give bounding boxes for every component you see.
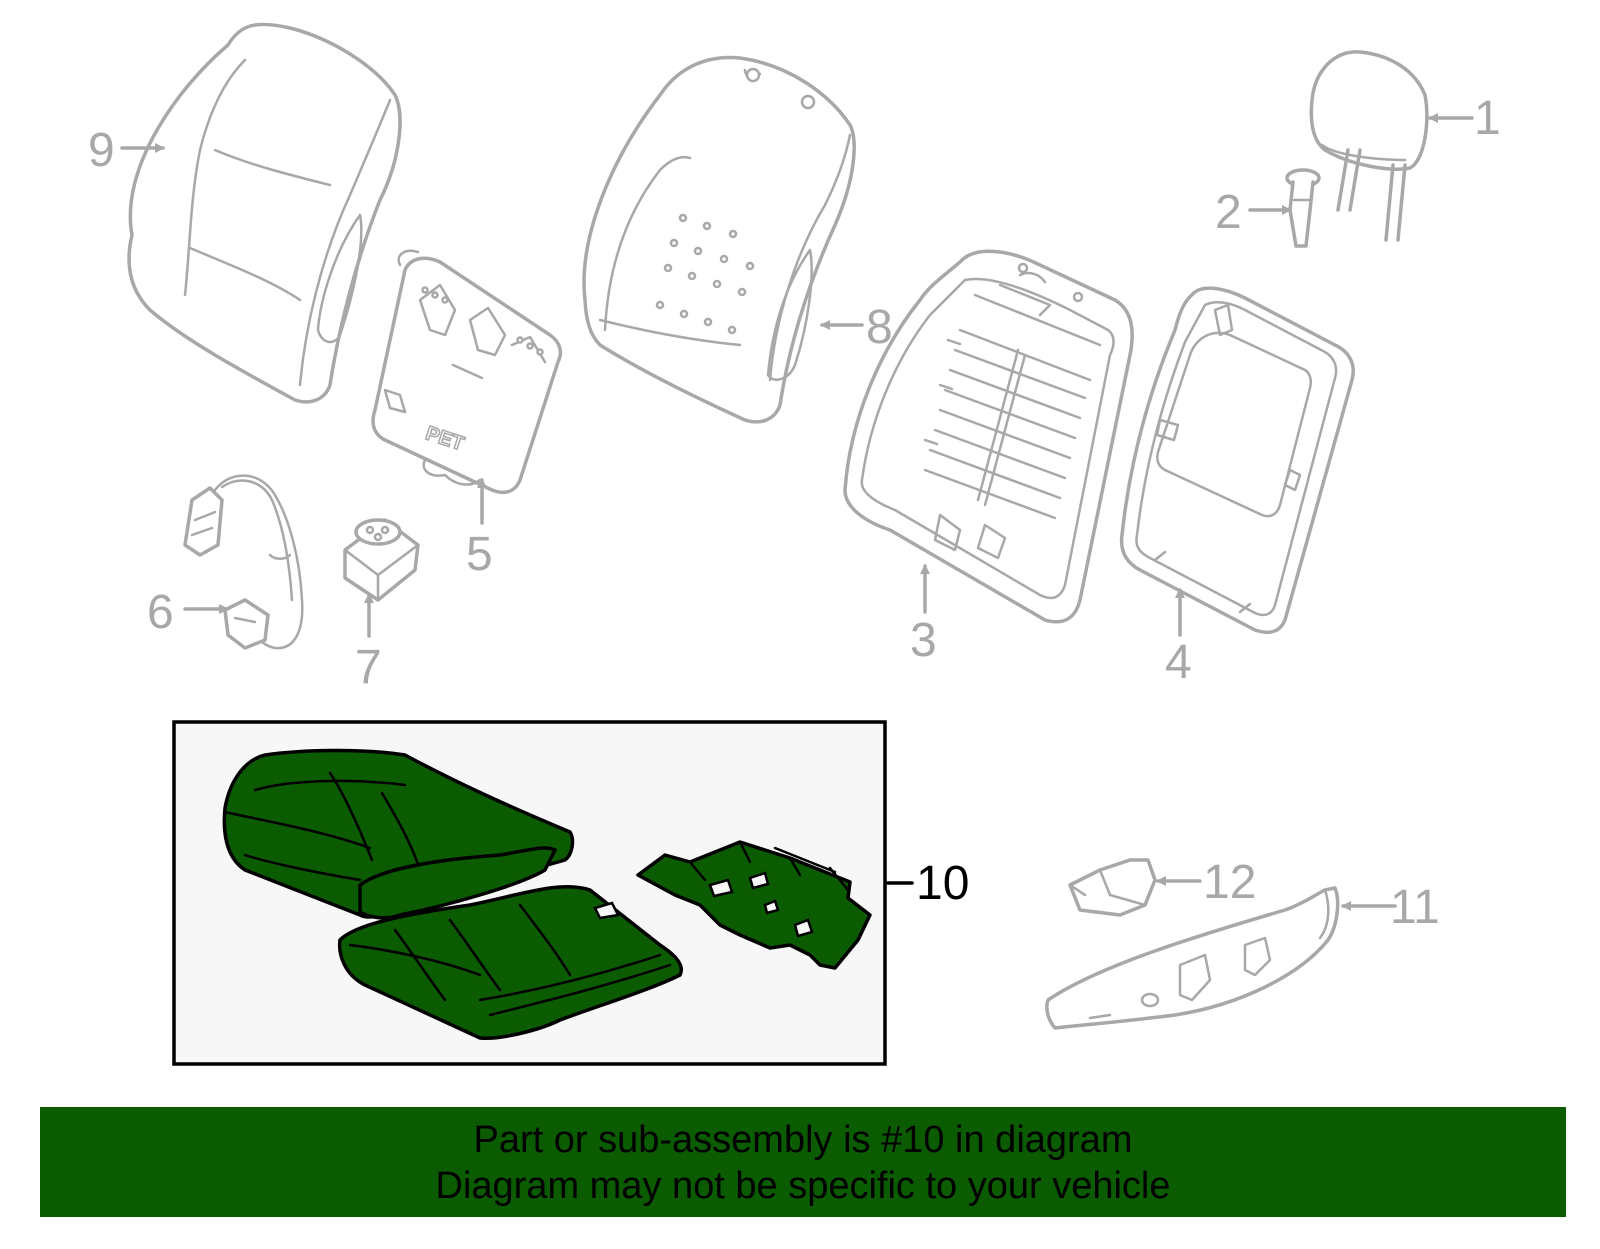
callout-2: 2 <box>1215 186 1242 239</box>
part-7-switch[interactable] <box>343 518 420 602</box>
part-10-seat-cushion-assembly[interactable] <box>172 720 887 1066</box>
callout-labels: 1 2 3 4 5 6 7 8 9 10 11 12 <box>88 92 1501 934</box>
callout-1: 1 <box>1474 92 1501 145</box>
info-banner: Part or sub-assembly is #10 in diagram D… <box>40 1107 1566 1217</box>
banner-line-2: Diagram may not be specific to your vehi… <box>435 1165 1171 1207</box>
part-3-seat-back-frame[interactable] <box>843 249 1134 624</box>
callout-5: 5 <box>466 528 493 581</box>
callout-11: 11 <box>1390 881 1440 934</box>
callout-12: 12 <box>1203 856 1256 909</box>
part-8-seat-back-pad[interactable] <box>582 55 856 424</box>
part-2-headrest-guide[interactable] <box>1285 168 1321 248</box>
part-6-wiring-harness[interactable] <box>183 474 304 650</box>
callout-8: 8 <box>866 301 893 354</box>
callout-6: 6 <box>147 586 174 639</box>
callout-10: 10 <box>916 857 969 910</box>
part-1-headrest[interactable] <box>1309 50 1429 242</box>
part-12-trim-cap[interactable] <box>1068 858 1157 917</box>
banner-line-1: Part or sub-assembly is #10 in diagram <box>473 1119 1133 1161</box>
callout-4: 4 <box>1165 636 1192 689</box>
leader-lines <box>120 113 1474 911</box>
part-5-heater-pad[interactable]: PET <box>371 249 563 494</box>
callout-7: 7 <box>355 641 382 694</box>
part-4-rear-panel[interactable] <box>1119 286 1355 634</box>
part-9-seat-back-cover[interactable] <box>127 22 402 404</box>
part-11-side-trim-panel[interactable] <box>1045 886 1340 1030</box>
callout-9: 9 <box>88 124 115 177</box>
callout-3: 3 <box>910 614 937 667</box>
